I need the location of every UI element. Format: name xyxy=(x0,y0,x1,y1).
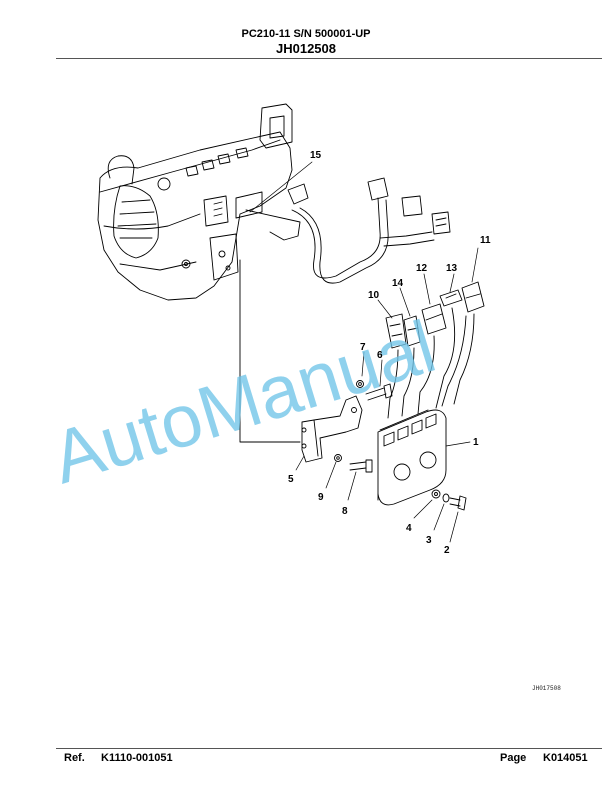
callout-4: 4 xyxy=(406,523,412,534)
callout-3: 3 xyxy=(426,535,432,546)
switch-panel xyxy=(377,409,447,506)
ref-label: Ref. xyxy=(64,752,85,764)
callout-12: 12 xyxy=(416,263,428,274)
switch-10 xyxy=(385,313,407,349)
wiring-harness xyxy=(291,177,451,284)
switch-14 xyxy=(403,315,421,347)
header-divider xyxy=(56,58,602,59)
image-code: JH017508 xyxy=(532,685,561,692)
callout-10: 10 xyxy=(368,290,380,301)
page-header: PC210-11 S/N 500001-UP JH012508 xyxy=(0,28,612,56)
ref-value: K1110-001051 xyxy=(101,752,173,764)
callout-8: 8 xyxy=(342,506,348,517)
callout-14: 14 xyxy=(392,278,404,289)
callout-2: 2 xyxy=(444,545,450,556)
bolt-8 xyxy=(349,459,373,473)
callout-1: 1 xyxy=(473,437,479,448)
nut-4 xyxy=(431,489,441,499)
watermark: AutoManual xyxy=(42,304,444,499)
nut-7 xyxy=(356,380,364,388)
page-label: Page xyxy=(500,752,527,764)
operator-console-assembly xyxy=(97,103,309,301)
switch-12 xyxy=(421,303,447,335)
callout-7: 7 xyxy=(360,342,366,353)
switch-11 xyxy=(461,281,485,313)
switch-13 xyxy=(439,289,463,307)
page-footer: Ref. K1110-001051 Page K014051 xyxy=(0,752,612,766)
mounting-bracket xyxy=(301,395,363,463)
washer-9 xyxy=(334,454,342,462)
callout-labels: 15 11 12 13 14 10 7 6 1 5 9 8 4 3 2 xyxy=(288,150,491,556)
callout-9: 9 xyxy=(318,492,324,503)
callout-11: 11 xyxy=(480,235,491,246)
washer-3 xyxy=(442,493,450,503)
callout-15: 15 xyxy=(310,150,322,161)
callout-5: 5 xyxy=(288,474,294,485)
model-serial-title: PC210-11 S/N 500001-UP xyxy=(241,28,371,40)
page-value: K014051 xyxy=(543,752,588,764)
callout-6: 6 xyxy=(377,350,383,361)
leader-lines xyxy=(249,161,479,543)
bolt-6 xyxy=(365,383,393,401)
footer-divider xyxy=(56,748,602,749)
reference-line xyxy=(239,259,301,443)
switch-lead-wires xyxy=(387,307,475,419)
figure-number: JH012508 xyxy=(276,41,336,56)
bolt-2 xyxy=(449,495,467,511)
callout-13: 13 xyxy=(446,263,458,274)
